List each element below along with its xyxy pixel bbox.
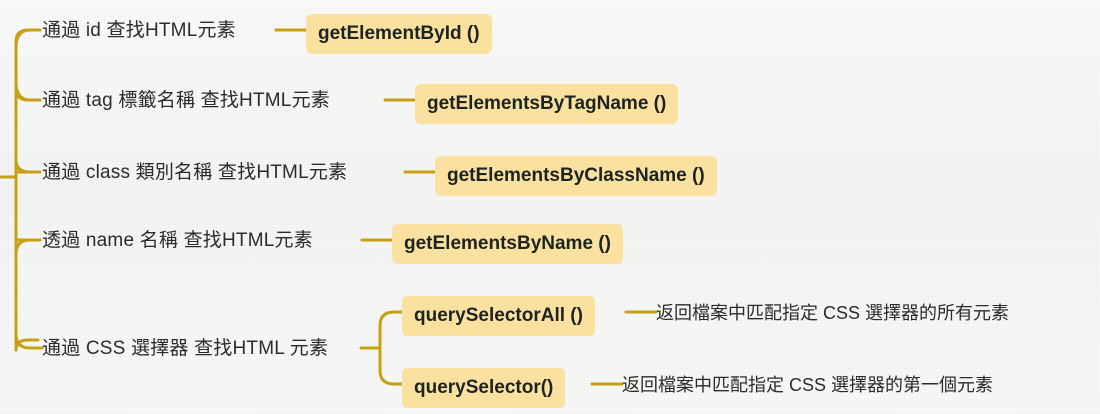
elbow-1 (14, 28, 42, 50)
branch-elbow-by-tag (14, 86, 40, 102)
branch-label-by-css: 通過 CSS 選擇器 查找HTML 元素 (42, 338, 329, 359)
branch-label-by-tag: 通過 tag 標籤名稱 查找HTML元素 (42, 90, 330, 111)
method-chip-get-element-by-id[interactable]: getElementById () (306, 14, 492, 54)
elbow-5 (14, 332, 44, 350)
method-chip-query-selector-all[interactable]: querySelectorAll () (402, 296, 595, 336)
branch-elbow-by-id (14, 28, 40, 44)
branch-label-by-id: 通過 id 查找HTML元素 (42, 20, 236, 41)
elbow-2 (14, 80, 42, 102)
method-chip-get-elements-by-class-name[interactable]: getElementsByClassName () (435, 156, 717, 196)
method-chip-get-elements-by-tag-name[interactable]: getElementsByTagName () (415, 84, 679, 124)
method-chip-query-selector[interactable]: querySelector() (402, 368, 566, 408)
css-sub-elbow-top (378, 310, 404, 350)
branch-elbow-by-css (14, 338, 40, 352)
elbow-4 (14, 238, 42, 256)
method-chip-get-elements-by-name[interactable]: getElementsByName () (392, 224, 623, 264)
css-sub-elbow-bottom (378, 346, 404, 386)
elbow-3 (14, 158, 42, 174)
branch-label-by-class: 通過 class 類別名稱 查找HTML元素 (42, 162, 348, 183)
branch-label-by-name: 透過 name 名稱 查找HTML元素 (42, 230, 313, 251)
description-query-selector: 返回檔案中匹配指定 CSS 選擇器的第一個元素 (622, 375, 994, 395)
description-query-selector-all: 返回檔案中匹配指定 CSS 選擇器的所有元素 (656, 303, 1010, 323)
